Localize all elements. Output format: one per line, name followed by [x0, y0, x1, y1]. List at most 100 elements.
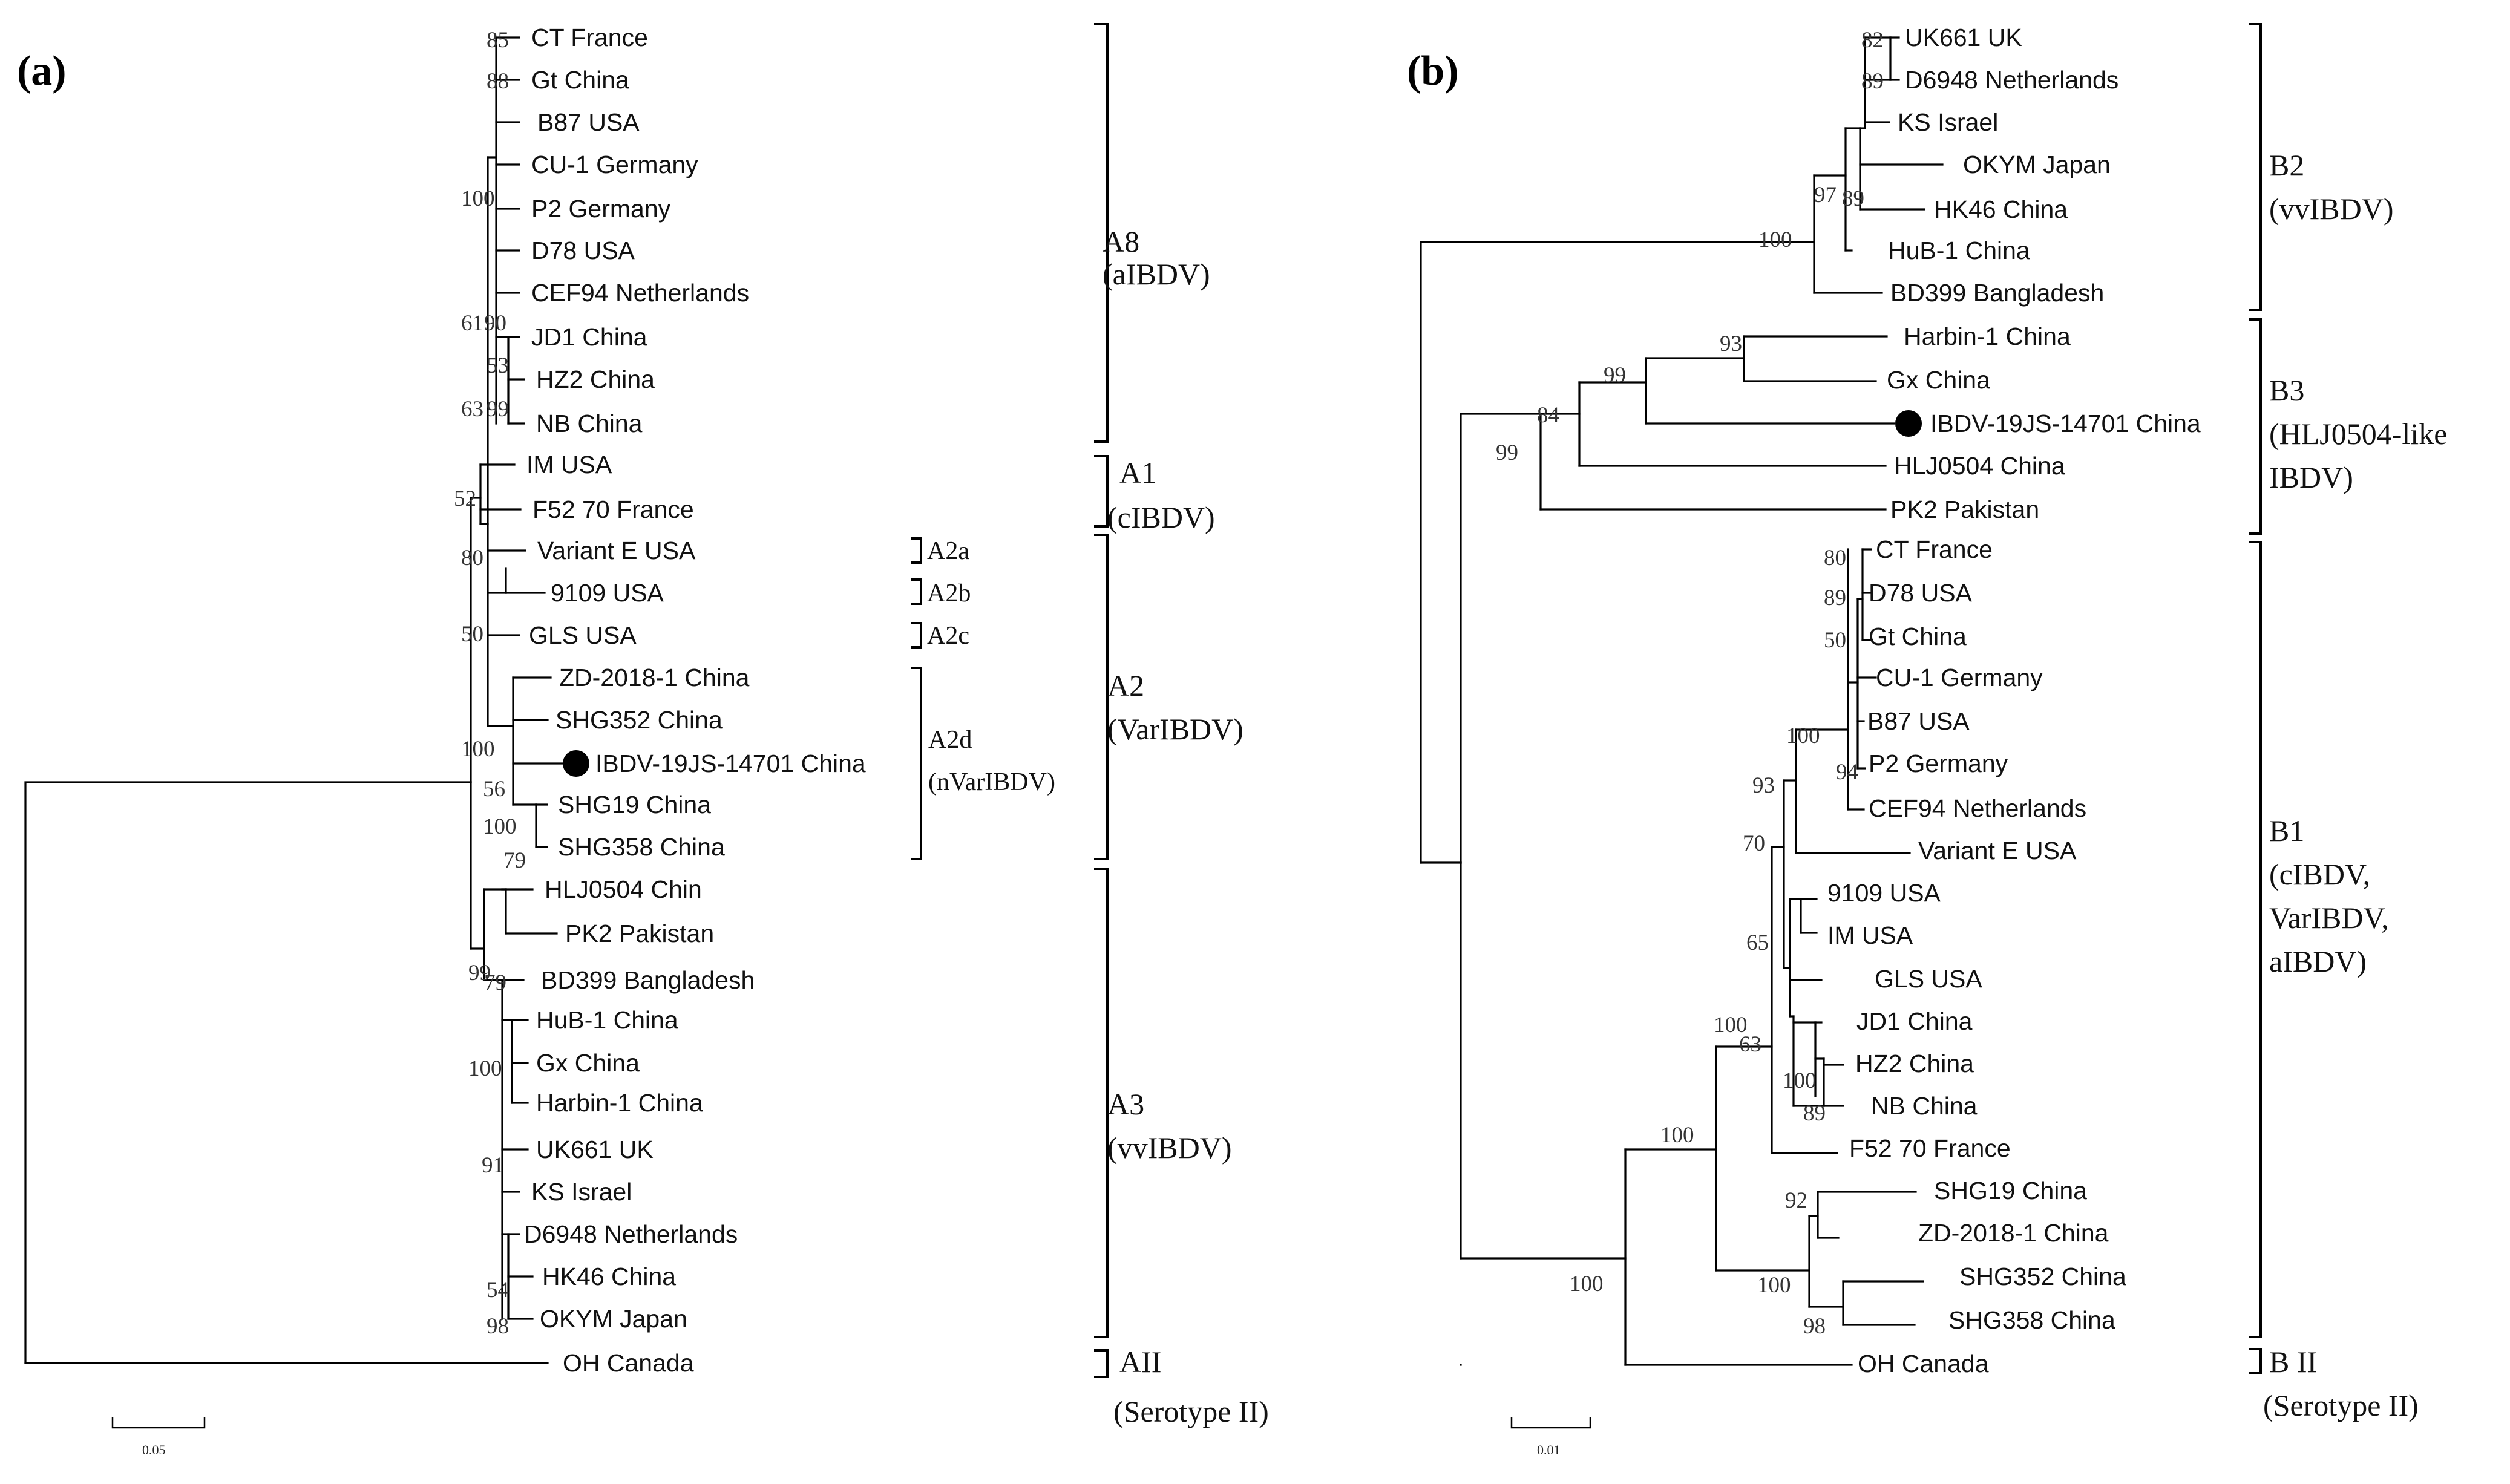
leaf-label: PK2 Pakistan	[1890, 495, 2039, 523]
leaf-label: SHG358 China	[558, 833, 725, 861]
bootstrap-value: 80	[1824, 546, 1846, 570]
leaf-label: SHG352 China	[555, 706, 723, 734]
leaf-label: IBDV-19JS-14701 China	[595, 750, 866, 777]
bootstrap-value: 52	[454, 486, 476, 511]
clade-label: AII	[1119, 1345, 1161, 1379]
leaf-label: HZ2 China	[536, 365, 655, 393]
leaf-label: UK661 UK	[536, 1136, 654, 1163]
bootstrap-value: 93	[1720, 332, 1742, 356]
bootstrap-value: 100	[1660, 1123, 1694, 1148]
leaf-label: HuB-1 China	[536, 1006, 678, 1034]
panel-b-clade-labels: B2 (vvIBDV) B3 (HLJ0504-like IBDV) B1 (c…	[2263, 148, 2447, 1422]
bootstrap-value: 99	[1604, 363, 1626, 388]
leaf-label: Gx China	[536, 1049, 640, 1077]
clade-label: (cIBDV)	[1107, 500, 1215, 534]
clade-label: B3	[2269, 373, 2304, 407]
leaf-label: IBDV-19JS-14701 China	[1930, 410, 2201, 437]
bootstrap-value: 50	[461, 622, 483, 647]
bootstrap-value: 100	[1783, 1068, 1817, 1093]
leaf-label: OKYM Japan	[540, 1305, 687, 1333]
leaf-label: P2 Germany	[531, 195, 671, 223]
panel-a-bootstrap-values: 85 88 100 61 90 53 63 99 52 80 50 100 56…	[454, 28, 526, 1339]
bootstrap-value: 85	[487, 28, 509, 53]
scale-label: 0.05	[142, 1442, 166, 1457]
scale-label: 0.01	[1537, 1442, 1561, 1457]
bootstrap-value: 92	[1785, 1188, 1807, 1213]
bootstrap-value: 94	[1836, 760, 1858, 785]
clade-label: B II	[2269, 1345, 2317, 1379]
leaf-label: F52 70 France	[532, 495, 694, 523]
leaf-label: OH Canada	[563, 1349, 694, 1377]
clade-label: (VarIBDV)	[1107, 712, 1244, 746]
bootstrap-value: 79	[484, 970, 506, 995]
panel-a-label: (a)	[17, 48, 67, 94]
panel-b-clade-brackets	[2249, 23, 2262, 1374]
bootstrap-value: 89	[1861, 69, 1884, 94]
panel-b-branches	[1420, 36, 1944, 1366]
subclade-label: A2a	[927, 537, 969, 565]
subclade-label: A2b	[927, 580, 971, 607]
bootstrap-value: 90	[484, 311, 506, 336]
panel-a-leaf-labels: CT France Gt China B87 USA CU-1 Germany …	[524, 24, 866, 1377]
bootstrap-value: 88	[487, 69, 509, 94]
bootstrap-value: 89	[1803, 1101, 1826, 1126]
bootstrap-value: 91	[482, 1153, 504, 1178]
leaf-label: CT France	[531, 24, 648, 51]
leaf-label: CEF94 Netherlands	[1869, 794, 2086, 822]
leaf-label: UK661 UK	[1905, 24, 2022, 51]
clade-label: A1	[1119, 456, 1156, 489]
panel-b-scale-bar: 0.01	[1510, 1417, 1591, 1457]
bootstrap-value: 63	[461, 397, 483, 422]
panel-a-scale-bar: 0.05	[111, 1417, 206, 1457]
clade-label: IBDV)	[2269, 460, 2353, 494]
leaf-label: ZD-2018-1 China	[559, 664, 750, 691]
panel-a-clade-brackets	[911, 23, 1109, 1378]
leaf-label: CEF94 Netherlands	[531, 279, 749, 307]
leaf-label: B87 USA	[537, 108, 640, 136]
bootstrap-value: 89	[1842, 186, 1864, 211]
bootstrap-value: 84	[1537, 403, 1559, 428]
leaf-label: Gt China	[1869, 623, 1967, 650]
leaf-label: Variant E USA	[1918, 837, 2077, 865]
bootstrap-value: 93	[1752, 773, 1775, 798]
panel-a-tree: (a)	[17, 23, 1269, 1457]
leaf-label: SHG19 China	[1934, 1177, 2087, 1205]
leaf-label: NB China	[536, 410, 643, 437]
leaf-label: P2 Germany	[1869, 750, 2008, 777]
leaf-label: D78 USA	[531, 237, 635, 264]
subclade-label: A2d	[928, 726, 972, 754]
panel-b-bootstrap-values: 82 89 89 97 100 93 99 84 99 80 89 50 100…	[1496, 28, 1884, 1339]
leaf-label: 9109 USA	[1827, 879, 1941, 907]
leaf-label: CU-1 Germany	[1876, 664, 2043, 691]
bootstrap-value: 54	[487, 1278, 509, 1303]
leaf-label: B87 USA	[1867, 707, 1970, 735]
bootstrap-value: 97	[1814, 183, 1837, 208]
clade-label: B2	[2269, 148, 2304, 182]
leaf-label: JD1 China	[531, 323, 647, 351]
leaf-label: Harbin-1 China	[1904, 322, 2071, 350]
leaf-label: PK2 Pakistan	[565, 920, 714, 947]
leaf-label: IM USA	[1827, 921, 1913, 949]
leaf-label: OH Canada	[1858, 1350, 1989, 1378]
clade-label: (aIBDV)	[1103, 257, 1210, 291]
panel-b-tree: (b)	[1407, 23, 2447, 1457]
leaf-label: D78 USA	[1869, 579, 1973, 607]
bootstrap-value: 99	[1496, 440, 1518, 465]
clade-label: A3	[1107, 1087, 1144, 1121]
panel-a-clade-labels: A8 (aIBDV) A1 (cIBDV) A2 (VarIBDV) A3 (v…	[927, 224, 1269, 1428]
clade-label: (HLJ0504-like	[2269, 417, 2447, 451]
bootstrap-value: 80	[461, 546, 483, 570]
leaf-label: D6948 Netherlands	[1905, 66, 2118, 94]
leaf-label: HK46 China	[542, 1263, 676, 1290]
leaf-label: HK46 China	[1934, 195, 2068, 223]
clade-label: A8	[1103, 224, 1139, 258]
leaf-label: IM USA	[526, 451, 612, 479]
bootstrap-value: 100	[1714, 1013, 1748, 1038]
leaf-label: HLJ0504 Chin	[545, 875, 702, 903]
leaf-label: CU-1 Germany	[531, 151, 698, 178]
clade-label: (Serotype II)	[2263, 1388, 2419, 1422]
bootstrap-value: 63	[1739, 1032, 1761, 1057]
leaf-label: SHG352 China	[1959, 1263, 2126, 1290]
bootstrap-value: 100	[483, 814, 517, 839]
